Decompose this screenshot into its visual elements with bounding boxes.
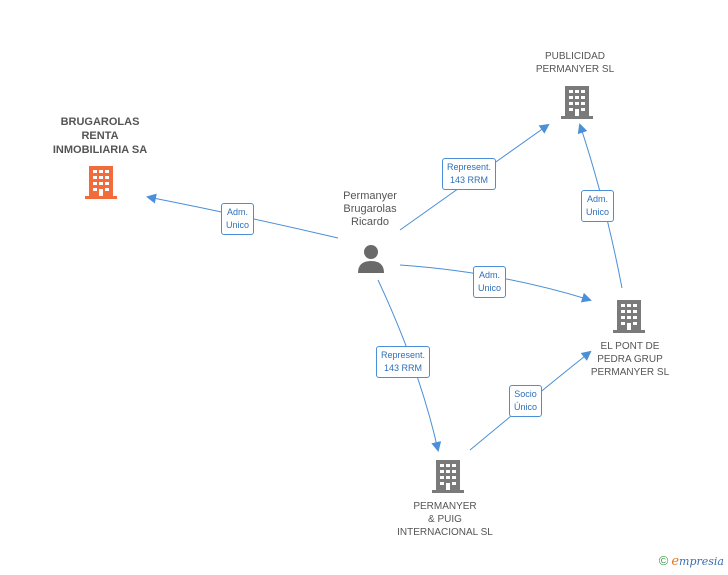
edge-label-adm-unico[interactable]: Adm. Unico (473, 266, 507, 298)
node-label-person[interactable]: Permanyer Brugarolas Ricardo (343, 190, 397, 228)
edge-label-adm-unico[interactable]: Adm. Unico (581, 190, 615, 222)
building-icon[interactable] (612, 298, 646, 334)
building-icon[interactable] (560, 84, 594, 120)
building-icon[interactable] (84, 164, 118, 200)
node-label-publicidad[interactable]: PUBLICIDAD PERMANYER SL (535, 51, 615, 75)
edge-label-represent[interactable]: Represent. 143 RRM (376, 346, 431, 378)
footer-brand[interactable]: ©empresia (659, 553, 724, 569)
edge-label-socio-unico[interactable]: Socio Único (509, 385, 543, 417)
brand-name: mpresia (679, 555, 724, 568)
building-icon[interactable] (431, 458, 465, 494)
edge-label-adm-unico[interactable]: Adm. Unico (221, 203, 255, 235)
brand-initial: e (671, 554, 680, 569)
node-label-puig[interactable]: PERMANYER & PUIG INTERNACIONAL SL (397, 501, 493, 538)
copyright-icon: © (658, 553, 669, 568)
node-label-elpont[interactable]: EL PONT DE PEDRA GRUP PERMANYER SL (590, 341, 670, 378)
edge-label-represent[interactable]: Represent. 143 RRM (442, 158, 497, 190)
node-label-brugarolas[interactable]: BRUGAROLAS RENTA INMOBILIARIA SA (52, 116, 148, 156)
person-icon[interactable] (356, 243, 386, 273)
